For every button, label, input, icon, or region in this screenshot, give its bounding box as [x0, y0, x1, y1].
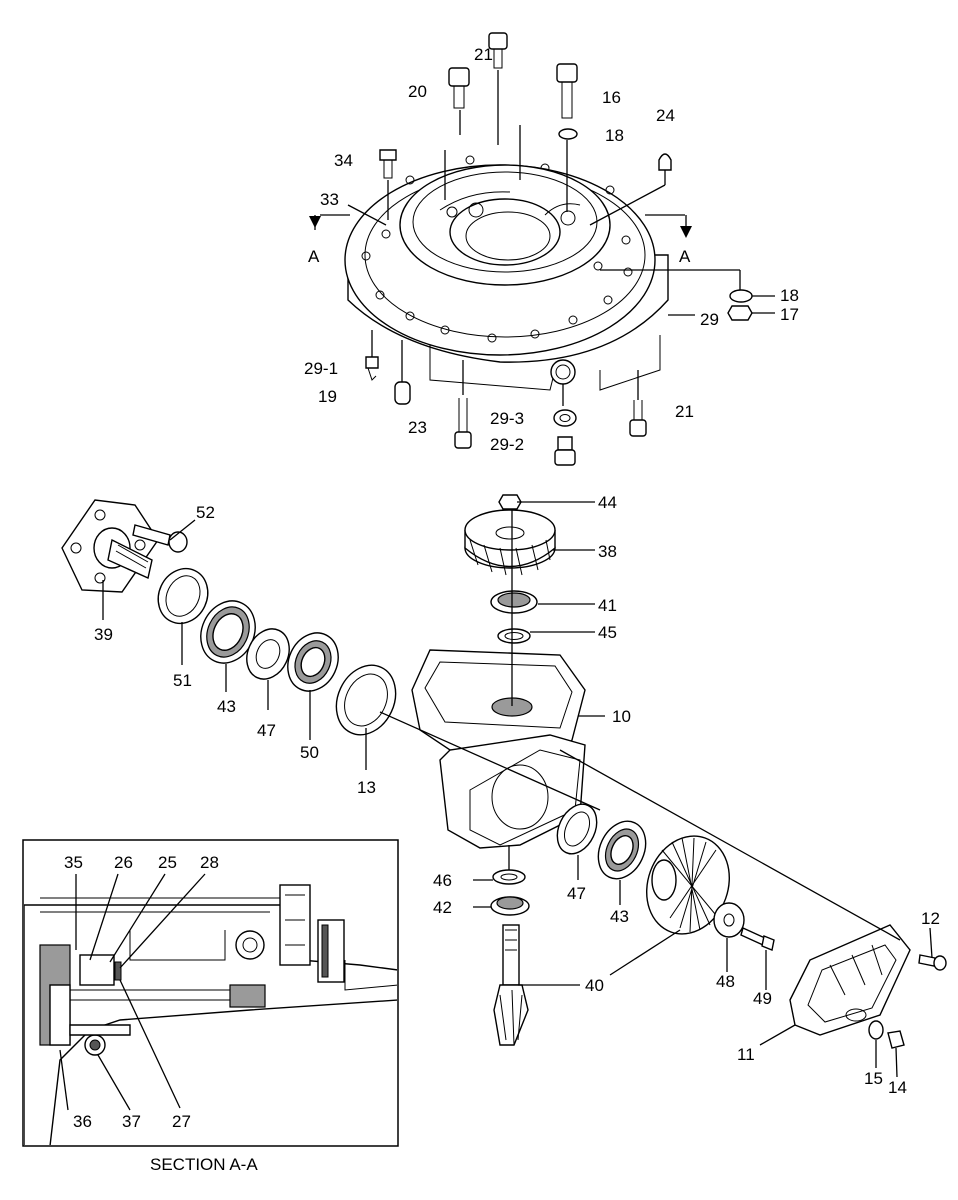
label-21-top: 21	[474, 45, 493, 64]
label-18-right: 18	[780, 286, 799, 305]
inset-label-36: 36	[73, 1112, 92, 1131]
label-40: 40	[585, 976, 604, 995]
spacer-and-bolt	[713, 902, 775, 951]
upper-housing-assembly	[344, 155, 669, 391]
top-leader-lines	[320, 70, 775, 406]
part-number-labels: 21 20 16 24 18 34 33 A A 18 17 29 29-1 1…	[64, 45, 940, 1174]
cover-fasteners	[868, 954, 947, 1049]
label-50: 50	[300, 743, 319, 762]
inset-label-28: 28	[200, 853, 219, 872]
label-29-2: 29-2	[490, 435, 524, 454]
inset-label-35: 35	[64, 853, 83, 872]
label-19: 19	[318, 387, 337, 406]
label-10: 10	[612, 707, 631, 726]
label-43-right: 43	[610, 907, 629, 926]
shaft-components-row	[157, 567, 397, 736]
label-29-3: 29-3	[490, 409, 524, 428]
label-49: 49	[753, 989, 772, 1008]
label-39: 39	[94, 625, 113, 644]
lower-leader-lines	[102, 501, 933, 1078]
section-a-a-inset	[22, 839, 399, 1147]
label-45: 45	[598, 623, 617, 642]
section-arrows	[309, 215, 692, 238]
label-38: 38	[598, 542, 617, 561]
label-47-right: 47	[567, 884, 586, 903]
label-21-bottom: 21	[675, 402, 694, 421]
label-12: 12	[921, 909, 940, 928]
main-housing-10	[411, 649, 586, 849]
label-29-1: 29-1	[304, 359, 338, 378]
label-48: 48	[716, 972, 735, 991]
label-14: 14	[888, 1078, 907, 1097]
label-42: 42	[433, 898, 452, 917]
label-51: 51	[173, 671, 192, 690]
label-33: 33	[320, 190, 339, 209]
label-52: 52	[196, 503, 215, 522]
label-24: 24	[656, 106, 675, 125]
label-section-a-right: A	[679, 247, 691, 266]
label-29: 29	[700, 310, 719, 329]
label-47-left: 47	[257, 721, 276, 740]
inset-label-37: 37	[122, 1112, 141, 1131]
pinion-shaft	[493, 924, 529, 1046]
label-34: 34	[334, 151, 353, 170]
gear-stack	[464, 494, 556, 644]
label-section-a-left: A	[308, 247, 320, 266]
inset-label-27: 27	[172, 1112, 191, 1131]
section-caption: SECTION A-A	[150, 1155, 258, 1174]
input-flange-39	[61, 499, 159, 593]
label-18-top: 18	[605, 126, 624, 145]
label-13: 13	[357, 778, 376, 797]
label-16: 16	[602, 88, 621, 107]
label-15: 15	[864, 1069, 883, 1088]
bevel-gear-40	[646, 835, 730, 935]
inset-label-25: 25	[158, 853, 177, 872]
inset-label-26: 26	[114, 853, 133, 872]
label-41: 41	[598, 596, 617, 615]
label-46: 46	[433, 871, 452, 890]
label-20: 20	[408, 82, 427, 101]
label-11: 11	[737, 1045, 755, 1064]
label-43-left: 43	[217, 697, 236, 716]
label-44: 44	[598, 493, 617, 512]
top-fasteners	[365, 32, 753, 466]
cover-11	[789, 924, 911, 1036]
differential-components	[490, 803, 647, 916]
label-23: 23	[408, 418, 427, 437]
label-17: 17	[780, 305, 799, 324]
